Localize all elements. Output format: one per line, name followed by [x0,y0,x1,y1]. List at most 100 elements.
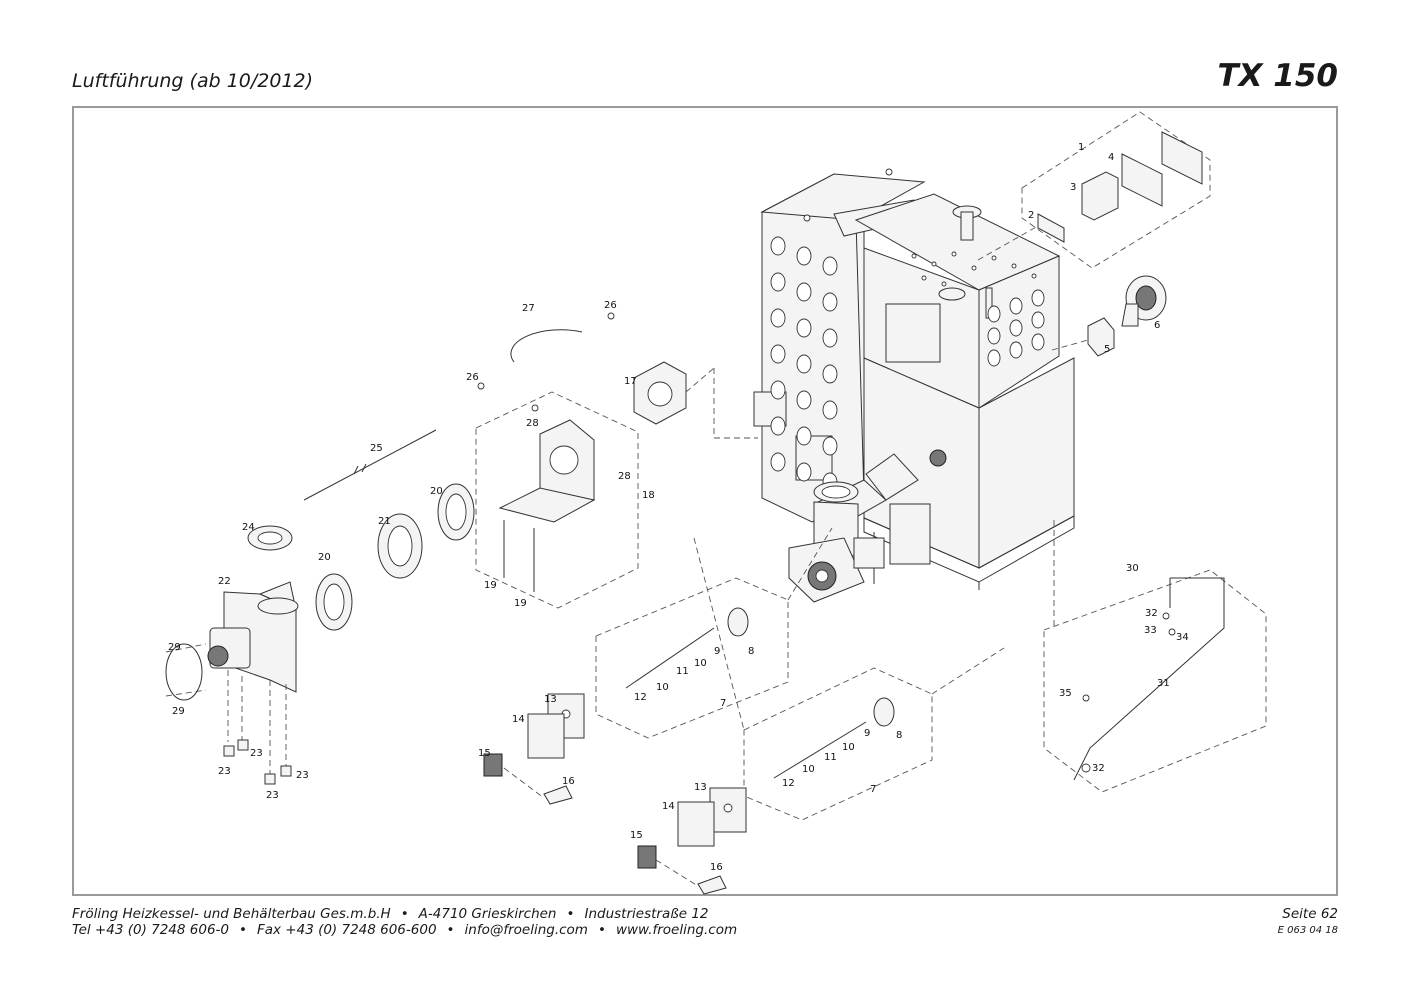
footer-company: Fröling Heizkessel- und Behälterbau Ges.… [72,906,391,922]
label-part-20b: 20 [318,552,331,563]
gasket-and-rod [303,312,615,501]
page-number: Seite 62 [1282,906,1338,922]
label-part-23c: 23 [296,770,309,781]
exploded-view-svg: 1 2 3 4 5 6 7 8 9 10 11 10 12 13 14 15 1… [165,111,1267,895]
perforation-hole [1031,289,1045,307]
footer-address: A-4710 Grieskirchen [418,906,557,922]
label-part-13-lower: 13 [694,782,707,793]
perforation-hole [822,364,838,384]
perforation-hole [770,380,786,400]
footer-contact-line: Tel +43 (0) 7248 606-0 • Fax +43 (0) 7248 … [72,922,737,938]
label-part-14-upper: 14 [512,714,525,725]
perforation-hole [1009,319,1023,337]
perforation-hole [796,462,812,482]
perforation-hole [770,272,786,292]
shaft-assembly-upper [483,527,833,805]
perforation-hole [822,292,838,312]
perforation-hole [770,416,786,436]
perforation-hole [987,349,1001,367]
perforation-hole [796,390,812,410]
label-part-23a: 23 [250,748,263,759]
label-part-35: 35 [1059,688,1072,699]
label-part-19b: 19 [514,598,527,609]
perforation-hole [987,305,1001,323]
footer-web[interactable]: www.froeling.com [615,922,738,938]
model-name: TX 150 [1217,58,1338,94]
perforation-hole [770,236,786,256]
label-part-26b: 26 [466,372,479,383]
label-part-29b: 29 [172,706,185,717]
label-part-8-lower: 8 [896,730,902,741]
label-part-28a: 28 [526,418,539,429]
label-part-14-lower: 14 [662,801,675,812]
footer-company-line: Fröling Heizkessel- und Behälterbau Ges.… [72,906,709,922]
label-part-9-upper: 9 [714,646,720,657]
label-part-23b: 23 [218,766,231,777]
label-part-15-lower: 15 [630,830,643,841]
perforation-hole [796,282,812,302]
perforation-hole [770,344,786,364]
footer-separator: • [597,922,606,938]
label-part-6: 6 [1154,320,1160,331]
label-part-3: 3 [1070,182,1076,193]
label-part-32a: 32 [1145,608,1158,619]
label-part-30: 30 [1126,563,1139,574]
footer-fax: Fax +43 (0) 7248 606-600 [256,922,437,938]
label-part-21: 21 [378,516,391,527]
footer-email[interactable]: info@froeling.com [464,922,588,938]
label-part-13-upper: 13 [544,694,557,705]
label-part-20a: 20 [430,486,443,497]
label-part-26a: 26 [604,300,617,311]
label-part-7-upper: 7 [720,698,726,709]
label-part-11-upper: 11 [676,666,689,677]
exploded-view-drawing: 1 2 3 4 5 6 7 8 9 10 11 10 12 13 14 15 1… [72,106,1338,896]
perforation-hole [1031,333,1045,351]
perforation-hole [822,256,838,276]
page-title: Luftführung (ab 10/2012) [72,70,314,92]
perforation-hole [770,308,786,328]
document-code: E 063 04 18 [1277,925,1338,936]
footer-tel: Tel +43 (0) 7248 606-0 [72,922,229,938]
label-part-8-upper: 8 [748,646,754,657]
flange-rings [247,483,475,631]
label-part-18: 18 [642,490,655,501]
label-part-33: 33 [1144,625,1157,636]
label-part-10b-lower: 10 [802,764,815,775]
label-part-28b: 28 [618,471,631,482]
label-part-11-lower: 11 [824,752,837,763]
label-part-34: 34 [1176,632,1189,643]
label-part-9-lower: 9 [864,728,870,739]
boiler-perforation-right [987,289,1045,367]
label-part-16-upper: 16 [562,776,575,787]
perforation-hole [822,436,838,456]
fan-assembly [1051,275,1167,357]
label-part-1: 1 [1078,142,1084,153]
label-part-31: 31 [1157,678,1170,689]
perforation-hole [1009,341,1023,359]
perforation-hole [796,318,812,338]
label-part-12-upper: 12 [634,692,647,703]
label-part-7-lower: 7 [870,784,876,795]
label-part-10a-upper: 10 [694,658,707,669]
shaft-assembly-lower [637,537,1005,895]
perforation-hole [796,354,812,374]
perforation-hole [796,426,812,446]
part-group-1 [977,111,1211,269]
label-part-25: 25 [370,443,383,454]
footer-separator: • [566,906,575,922]
label-part-10b-upper: 10 [656,682,669,693]
label-part-2: 2 [1028,210,1034,221]
footer-separator: • [239,922,247,938]
label-part-4: 4 [1108,152,1114,163]
label-part-17: 17 [624,376,637,387]
perforation-hole [796,246,812,266]
label-part-10a-lower: 10 [842,742,855,753]
label-part-23d: 23 [266,790,279,801]
perforation-hole [822,400,838,420]
bracket-assembly [475,361,758,609]
label-part-27: 27 [522,303,535,314]
label-part-29a: 29 [168,642,181,653]
perforation-hole [822,328,838,348]
label-part-5: 5 [1104,344,1110,355]
label-part-32b: 32 [1092,763,1105,774]
